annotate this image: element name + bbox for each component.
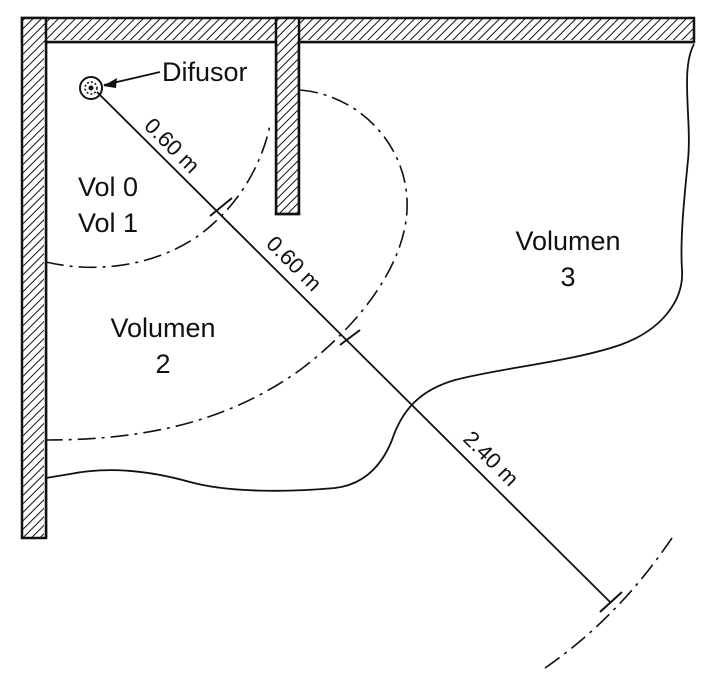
dimension-second: 0.60 m bbox=[261, 231, 326, 296]
dimension-first: 0.60 m bbox=[139, 113, 204, 178]
zone-3-number: 3 bbox=[560, 262, 575, 292]
diffuser-leader bbox=[103, 71, 161, 88]
left-wall bbox=[20, 16, 48, 540]
zone-arcs bbox=[45, 89, 673, 669]
dimension-line bbox=[96, 91, 623, 613]
dimension-third: 2.40 m bbox=[458, 426, 523, 491]
partition-wall bbox=[274, 16, 301, 216]
zone-2-arc bbox=[45, 89, 408, 441]
zone-0-label: Vol 0 bbox=[78, 172, 138, 202]
zone-2-label: Volumen bbox=[110, 313, 215, 343]
top-wall bbox=[20, 16, 696, 44]
tick-0-60 bbox=[209, 197, 233, 217]
volume-3-boundary bbox=[45, 43, 695, 492]
zone-1-label: Vol 1 bbox=[78, 208, 138, 238]
diffuser-label: Difusor bbox=[162, 57, 248, 87]
tick-3-60 bbox=[599, 591, 623, 613]
zone-2-number: 2 bbox=[155, 349, 170, 379]
diffuser-icon bbox=[79, 76, 103, 100]
zone-3-label: Volumen bbox=[515, 226, 620, 256]
walls bbox=[20, 16, 696, 540]
tick-1-20 bbox=[339, 329, 361, 346]
zone-1-arc bbox=[45, 124, 271, 269]
